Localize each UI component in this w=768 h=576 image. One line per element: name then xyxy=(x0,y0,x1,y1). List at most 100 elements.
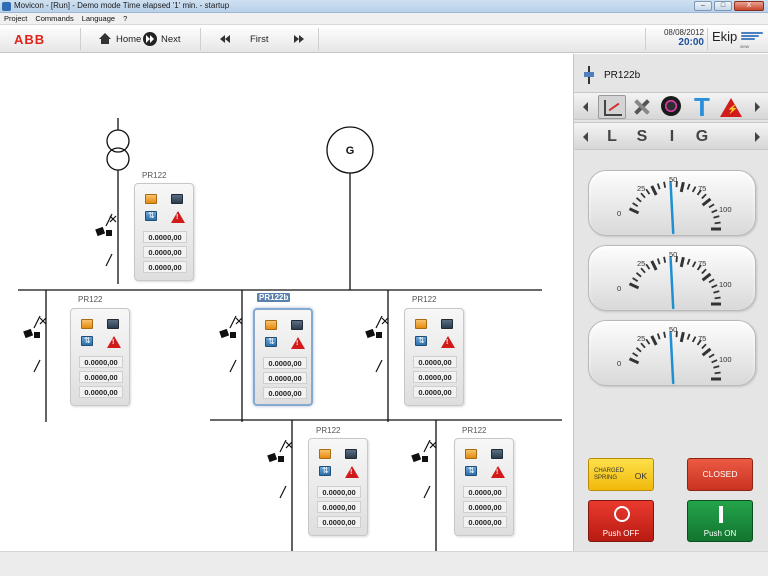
display-icon xyxy=(441,319,453,329)
gauge-tick xyxy=(686,183,691,190)
breaker-device[interactable]: 0.0000,00 0.0000,00 0.0000,00 xyxy=(308,438,368,536)
home-button[interactable]: Home xyxy=(116,34,142,45)
breaker-state-indicator: CLOSED xyxy=(687,458,753,491)
gauge-tick-label: 75 xyxy=(698,259,707,268)
gauge-tick xyxy=(691,186,697,193)
status-orange-icon xyxy=(415,319,427,329)
gauge-tick xyxy=(708,278,715,284)
gauge-tick-label: 50 xyxy=(669,175,678,184)
breaker-label: PR122 xyxy=(142,171,167,180)
scroll-left-icon[interactable] xyxy=(583,102,588,112)
tab-protection-l[interactable]: L xyxy=(607,128,617,145)
spring-label-line1: CHARGED xyxy=(594,468,625,474)
gauge-tick xyxy=(696,339,702,346)
rewind-icon[interactable] xyxy=(218,34,232,44)
breaker-device-selected[interactable]: 0.0000,00 0.0000,00 0.0000,00 xyxy=(253,308,313,406)
tab-protection-s[interactable]: S xyxy=(636,128,648,145)
gauge-tick xyxy=(701,347,712,357)
menu-commands[interactable]: Commands xyxy=(35,14,74,23)
panel-header: PR122b xyxy=(574,64,768,88)
alarm-icon[interactable] xyxy=(718,95,746,119)
status-orange-icon xyxy=(81,319,93,329)
scroll-right-icon[interactable] xyxy=(755,102,760,112)
measure-value: 0.0000,00 xyxy=(317,486,361,498)
gauge-tick xyxy=(701,343,707,350)
menu-language[interactable]: Language xyxy=(81,14,116,23)
breaker-label: PR122 xyxy=(412,295,437,304)
toolbar: ABB Home Next First 08/08/2012 20:00 Eki… xyxy=(0,25,768,53)
measure-value: 0.0000,00 xyxy=(79,371,123,383)
breaker-device[interactable]: 0.0000,00 0.0000,00 0.0000,00 xyxy=(454,438,514,536)
gauge-tick xyxy=(635,347,642,353)
first-button[interactable]: First xyxy=(250,34,269,45)
gauge-tick xyxy=(628,282,640,290)
menu-help[interactable]: ? xyxy=(123,14,128,23)
gauge-tick xyxy=(628,207,640,215)
gauge-tick xyxy=(696,189,702,196)
breaker-label-selected: PR122b xyxy=(257,293,291,302)
maximize-button[interactable]: □ xyxy=(714,1,732,11)
gauge-tick xyxy=(714,296,721,300)
measures-chart-icon[interactable] xyxy=(598,95,626,119)
toolbar-separator xyxy=(80,28,81,50)
measure-value: 0.0000,00 xyxy=(263,372,307,384)
clock: 08/08/2012 20:00 xyxy=(650,26,704,51)
breaker-device[interactable]: 0.0000,00 0.0000,00 0.0000,00 xyxy=(134,183,194,281)
breaker-device[interactable]: 0.0000,00 0.0000,00 0.0000,00 xyxy=(70,308,130,406)
measure-value: 0.0000,00 xyxy=(79,386,123,398)
status-orange-icon xyxy=(265,320,277,330)
breaker-detail-panel: PR122b T L S I G 0 25 50 75 100 xyxy=(573,54,768,551)
breaker-label: PR122 xyxy=(78,295,103,304)
gauge-tick xyxy=(656,333,661,340)
alarm-icon xyxy=(345,466,359,478)
gauge-tick xyxy=(701,197,712,207)
ekip-logo: Ekip xyxy=(712,29,738,44)
next-button[interactable]: Next xyxy=(161,34,181,45)
measure-value: 0.0000,00 xyxy=(463,516,507,528)
minimize-button[interactable]: – xyxy=(694,1,712,11)
gauge-tick xyxy=(663,181,667,188)
breaker-device[interactable]: 0.0000,00 0.0000,00 0.0000,00 xyxy=(404,308,464,406)
status-orange-icon xyxy=(465,449,477,459)
window-title-bar: Movicon - [Run] - Demo mode Time elapsed… xyxy=(0,0,768,13)
scroll-left-icon[interactable] xyxy=(583,132,588,142)
text-icon[interactable]: T xyxy=(694,92,710,122)
scroll-right-icon[interactable] xyxy=(755,132,760,142)
next-icon[interactable] xyxy=(143,32,157,46)
color-wheel-icon[interactable] xyxy=(658,95,686,119)
status-orange-icon xyxy=(319,449,331,459)
tab-protection-g[interactable]: G xyxy=(695,128,709,145)
alarm-icon xyxy=(107,336,121,348)
window-title: Movicon - [Run] - Demo mode Time elapsed… xyxy=(14,1,230,10)
measure-value: 0.0000,00 xyxy=(413,386,457,398)
gauge-tick xyxy=(640,192,646,199)
push-on-button[interactable]: Push ON xyxy=(687,500,753,542)
gauge-tick xyxy=(711,284,718,289)
gauge-tick xyxy=(656,183,661,190)
push-off-button[interactable]: Push OFF xyxy=(588,500,654,542)
tool-tabs: T xyxy=(574,92,768,120)
gauge-tick xyxy=(635,272,642,278)
measure-value: 0.0000,00 xyxy=(317,516,361,528)
push-on-label: Push ON xyxy=(703,529,737,538)
status-orange-icon xyxy=(145,194,157,204)
home-icon[interactable] xyxy=(99,33,111,44)
gauge-tick xyxy=(650,335,658,346)
display-icon xyxy=(291,320,303,330)
toolbar-separator xyxy=(200,28,201,50)
gauge-tick-label: 0 xyxy=(617,359,622,368)
close-button[interactable]: X xyxy=(734,1,764,11)
gauge-tick xyxy=(679,256,685,268)
toolbar-separator xyxy=(707,28,708,50)
gauge-tick-label: 75 xyxy=(698,184,707,193)
fast-forward-icon[interactable] xyxy=(292,34,306,44)
gauge-tick-label: 100 xyxy=(719,355,732,364)
alarm-icon xyxy=(291,337,305,349)
tools-icon[interactable] xyxy=(628,95,656,119)
menu-project[interactable]: Project xyxy=(4,14,28,23)
alarm-icon xyxy=(491,466,505,478)
gauge-dial xyxy=(628,181,721,235)
tab-protection-i[interactable]: I xyxy=(669,128,675,145)
